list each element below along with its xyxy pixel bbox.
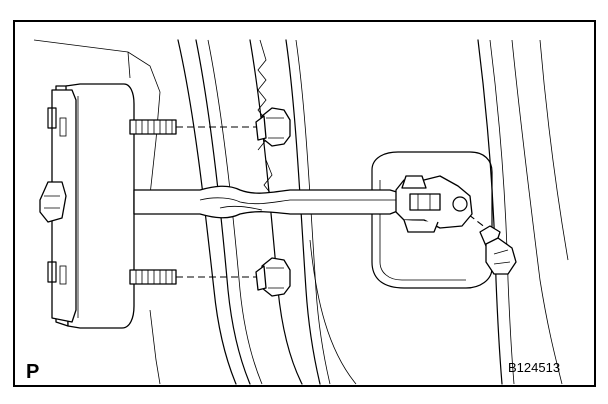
mounting-nut-upper — [255, 107, 291, 147]
figure-frame — [13, 20, 596, 387]
door-check-hinge-bracket — [395, 175, 473, 233]
view-code-label: P — [26, 361, 39, 383]
mounting-nut-lower — [255, 257, 291, 297]
door-inner-panel — [33, 39, 161, 385]
door-check-assembly — [39, 83, 135, 329]
door-check-arm — [133, 185, 411, 219]
upper-stud — [129, 119, 177, 135]
door-check-bracket-bolt — [479, 225, 517, 275]
figure-id-label: B124513 — [508, 360, 560, 375]
lower-stud — [129, 269, 177, 285]
